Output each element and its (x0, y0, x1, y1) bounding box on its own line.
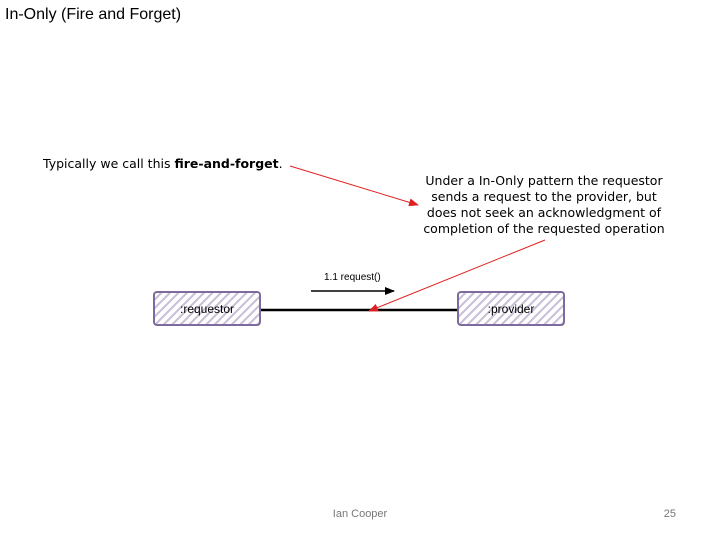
in-only-explanation: Under a In-Only pattern the requestor se… (404, 173, 684, 237)
callout-arrow-to-link (368, 239, 546, 312)
slide-title: In-Only (Fire and Forget) (5, 6, 182, 23)
note-suffix: . (278, 156, 283, 171)
note-prefix: Typically we call this (43, 156, 175, 171)
page-number: 25 (663, 508, 676, 520)
request-message-label: 1.1 request() (324, 272, 381, 283)
provider-box: :provider (457, 291, 565, 326)
requestor-box: :requestor (153, 291, 261, 326)
fire-and-forget-note: Typically we call this fire-and-forget. (43, 156, 283, 171)
provider-label: :provider (487, 301, 535, 316)
explanation-line: Under a In-Only pattern the requestor (425, 173, 663, 188)
note-emphasis: fire-and-forget (174, 156, 279, 171)
explanation-line: completion of the requested operation (423, 221, 665, 236)
callout-arrow-to-explanation (289, 165, 419, 207)
explanation-line: does not seek an acknowledgment of (426, 205, 662, 220)
requestor-label: :requestor (179, 301, 235, 316)
footer-author: Ian Cooper (332, 508, 388, 520)
explanation-line: sends a request to the provider, but (431, 189, 657, 204)
